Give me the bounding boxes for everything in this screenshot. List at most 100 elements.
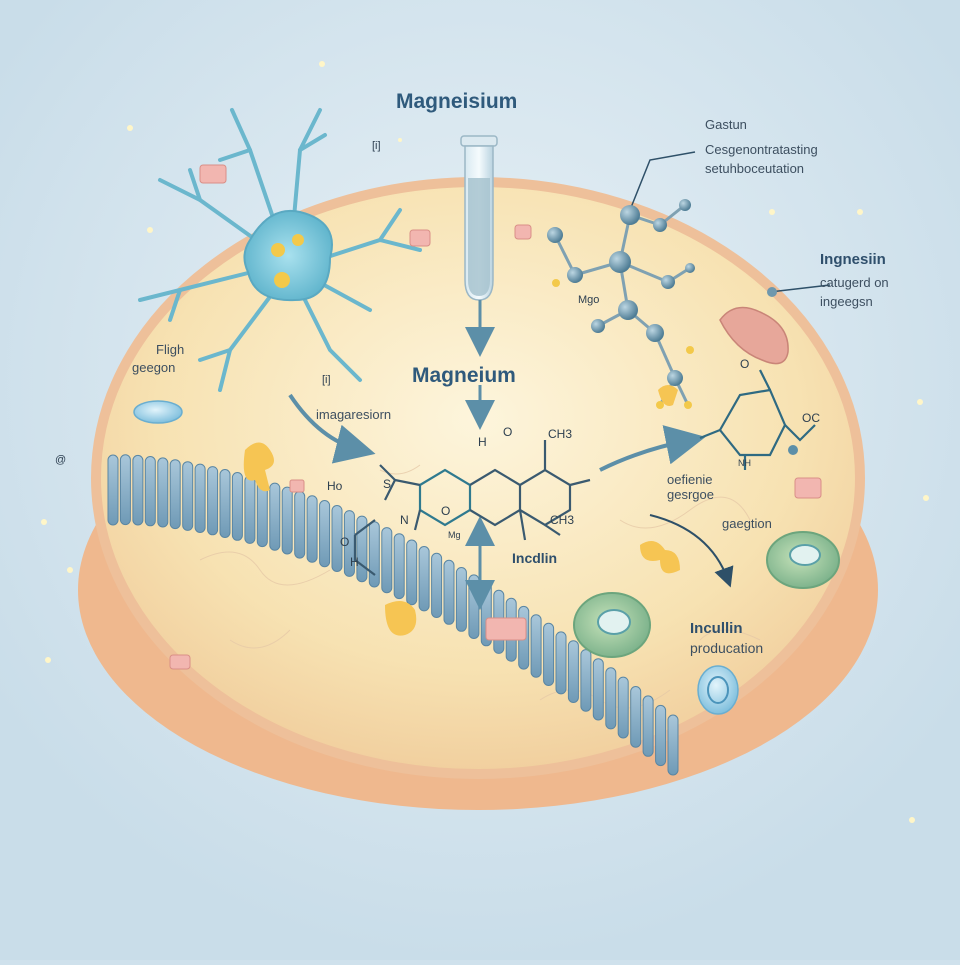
membrane-column — [406, 539, 418, 606]
molecule-atoms — [547, 199, 695, 409]
chem-oc: OC — [802, 411, 820, 425]
chem-right-dot — [788, 445, 798, 455]
membrane-column — [182, 461, 194, 531]
arrow-insulin-production — [649, 514, 734, 588]
membrane-column — [331, 505, 343, 572]
neuron-body — [243, 209, 333, 302]
membrane-column — [169, 459, 181, 530]
membrane-column — [157, 457, 169, 528]
membrane-column — [667, 714, 679, 776]
chem-o-top: O — [503, 425, 513, 439]
membrane-column — [605, 667, 617, 730]
membrane-column — [418, 546, 430, 612]
mitochondrion — [719, 306, 789, 365]
membrane-column — [443, 559, 455, 625]
neuron-nucleus-2 — [292, 234, 304, 246]
membrane-column — [567, 640, 579, 704]
chem-n: N — [400, 513, 409, 527]
label-magnesium-top: Magneisium — [396, 90, 518, 113]
membrane-column — [655, 704, 667, 767]
neuron — [138, 108, 422, 392]
membrane-column — [431, 552, 443, 618]
neuron-nucleus-1 — [271, 243, 285, 257]
neuron-nucleus-3 — [274, 272, 290, 288]
membrane-column — [393, 533, 405, 600]
label-small-i-top: [i] — [372, 140, 381, 152]
membrane-column — [455, 567, 467, 632]
chem-ch3-top: CH3 — [548, 427, 573, 441]
membrane-column — [231, 472, 243, 541]
label-oefienie: oefienie — [667, 472, 713, 487]
membrane-column — [555, 631, 567, 695]
label-insulin-production-1: Incullin — [690, 620, 743, 637]
membrane-column — [468, 574, 480, 640]
membrane-column — [319, 500, 331, 568]
membrane-column — [543, 622, 555, 686]
membrane-column — [368, 521, 380, 588]
chem-s: S — [383, 477, 392, 491]
label-imagaresiorn: imagaresiorn — [316, 407, 392, 422]
vesicle-core — [707, 676, 729, 704]
membrane-column — [144, 456, 156, 527]
vesicle-left — [133, 400, 183, 424]
membrane-column — [630, 686, 642, 748]
label-inculin: Incdlin — [512, 550, 558, 566]
label-at-mark: @ — [55, 454, 67, 466]
chem-h3: H — [478, 435, 487, 449]
membrane-column — [381, 527, 393, 594]
label-high: Fligh — [156, 342, 185, 357]
label-gastrin: Gastun — [705, 117, 747, 132]
membrane-column — [281, 486, 293, 555]
chem-ho: Ho — [327, 479, 343, 493]
label-small-i-mid: [i] — [322, 374, 331, 386]
arrow-right — [599, 425, 706, 472]
label-ingnesiin: Ingnesiin — [820, 251, 886, 268]
cell-body — [96, 182, 860, 774]
chem-mg-small: Mg — [448, 530, 461, 540]
membrane-column — [269, 482, 281, 551]
yellow-particles — [243, 385, 680, 636]
label-concentrating: Cesgenontratasting — [705, 142, 818, 157]
membrane-column — [306, 495, 318, 563]
membrane-column — [132, 454, 144, 526]
membrane-column — [530, 614, 542, 678]
membrane-column — [244, 475, 256, 544]
membrane-column — [642, 695, 654, 757]
label-subhocutation: setuhboceutation — [705, 161, 805, 176]
membrane-column — [194, 463, 206, 534]
chem-nh: NH — [738, 458, 751, 468]
test-tube — [460, 135, 498, 301]
leader-ingnesiin — [769, 284, 831, 293]
membrane-band — [107, 454, 679, 776]
chem-structure-center — [353, 440, 591, 576]
membrane-column — [219, 469, 231, 538]
leader-gastrin — [629, 151, 696, 211]
green-cell-center-nucleus — [597, 609, 631, 635]
membrane-column — [580, 649, 592, 712]
sparkles — [41, 61, 929, 823]
label-catugerd: catugerd on — [820, 275, 889, 290]
membrane-column — [592, 658, 604, 721]
vesicle-bottom — [697, 665, 739, 715]
chem-o-right-top: O — [740, 357, 750, 371]
label-magnesium-mid: Magneium — [412, 364, 516, 387]
chem-structure-right — [699, 369, 816, 470]
green-cell-right-nucleus — [789, 544, 821, 566]
membrane-column — [107, 454, 119, 526]
label-insulin-production-2: producation — [690, 640, 764, 656]
membrane-column — [207, 466, 219, 536]
pink-blocks — [169, 164, 822, 670]
membrane-column — [119, 454, 131, 526]
label-ingeegsn: ingeegsn — [820, 294, 873, 309]
membrane-column — [617, 676, 629, 739]
chem-o-left: O — [340, 535, 350, 549]
label-glucagon: geegon — [132, 360, 176, 375]
chem-ch3-bottom: CH3 — [550, 513, 575, 527]
chem-h-left: H — [350, 555, 359, 569]
membrane-column — [294, 490, 306, 559]
arrow-neuron — [288, 393, 376, 464]
label-gesrgoe: gesrgoe — [667, 487, 714, 502]
leader-dot — [767, 287, 777, 297]
